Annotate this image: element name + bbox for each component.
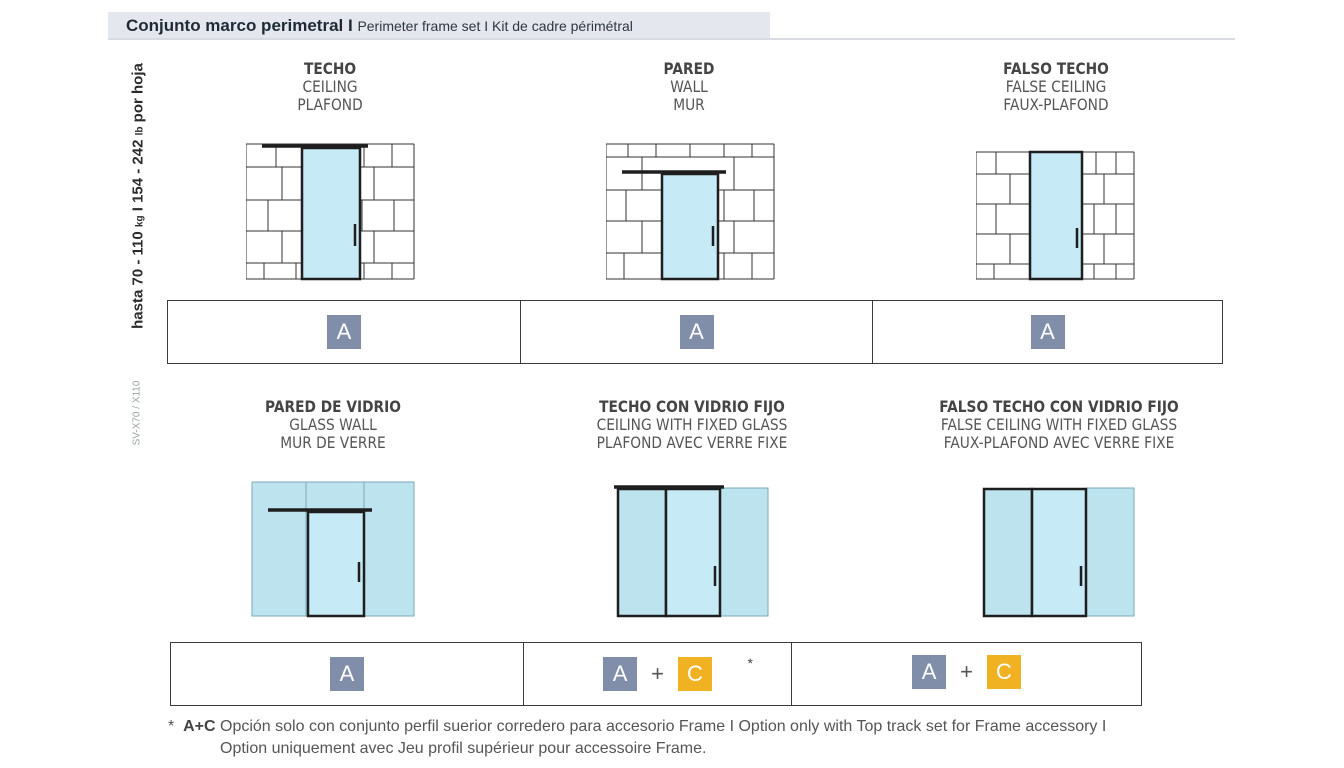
- config-title-ceiling: TECHO CEILING PLAFOND: [297, 59, 363, 114]
- kit-a-badge: A: [1030, 315, 1065, 349]
- config-title-glass-wall: PARED DE VIDRIO GLASS WALL MUR DE VERRE: [265, 397, 401, 452]
- kit-a-badge: A: [679, 315, 714, 349]
- page-title: Conjunto marco perimetral I Perimeter fr…: [126, 16, 633, 36]
- kit-cell-false-ceiling-fixed-glass: A + C: [791, 643, 1141, 705]
- title-translations: Perimeter frame set I Kit de cadre périm…: [357, 18, 633, 34]
- kit-cell-ceiling: A: [168, 301, 520, 363]
- model-label: SV-X70 / X110: [131, 380, 143, 446]
- kit-a-badge: A: [912, 655, 947, 689]
- title-spanish: Conjunto marco perimetral I: [126, 16, 353, 35]
- config-title-ceiling-fixed-glass: TECHO CON VIDRIO FIJO CEILING WITH FIXED…: [596, 397, 788, 452]
- kit-a-badge: A: [603, 657, 638, 691]
- false-ceiling-illustration: [976, 150, 1135, 281]
- config-title-false-ceiling: FALSO TECHO FALSE CEILING FAUX-PLAFOND: [1003, 59, 1109, 114]
- header-bar: [108, 12, 770, 40]
- config-title-false-ceiling-fixed-glass: FALSO TECHO CON VIDRIO FIJO FALSE CEILIN…: [939, 397, 1179, 452]
- load-capacity-label: hasta 70 - 110 kg I 154 - 242 lb por hoj…: [129, 63, 147, 329]
- header-divider: [108, 38, 1235, 40]
- kit-c-badge: C: [986, 655, 1021, 689]
- false-ceiling-fixed-glass-illustration: [982, 487, 1135, 618]
- kit-row-1: A A A: [167, 300, 1223, 364]
- kit-cell-ceiling-fixed-glass: A + C *: [523, 643, 791, 705]
- kit-cell-glass-wall: A: [171, 643, 523, 705]
- wall-illustration: [606, 143, 775, 281]
- kit-a-badge: A: [327, 315, 361, 349]
- plus-sign: +: [960, 659, 973, 684]
- kit-cell-wall: A: [520, 301, 872, 363]
- kit-c-badge: C: [677, 657, 712, 691]
- plus-sign: +: [651, 661, 664, 686]
- glass-wall-illustration: [251, 481, 415, 618]
- footnote-asterisk: *: [747, 655, 753, 671]
- ceiling-fixed-glass-illustration: [614, 485, 769, 618]
- kit-row-2: A A + C * A + C: [170, 642, 1142, 706]
- config-title-wall: PARED WALL MUR: [663, 59, 715, 114]
- ceiling-illustration: [246, 143, 415, 281]
- footnote-line-2: Option uniquement avec Jeu profil supéri…: [220, 740, 707, 757]
- kit-a-badge: A: [330, 657, 364, 691]
- kit-cell-false-ceiling: A: [872, 301, 1222, 363]
